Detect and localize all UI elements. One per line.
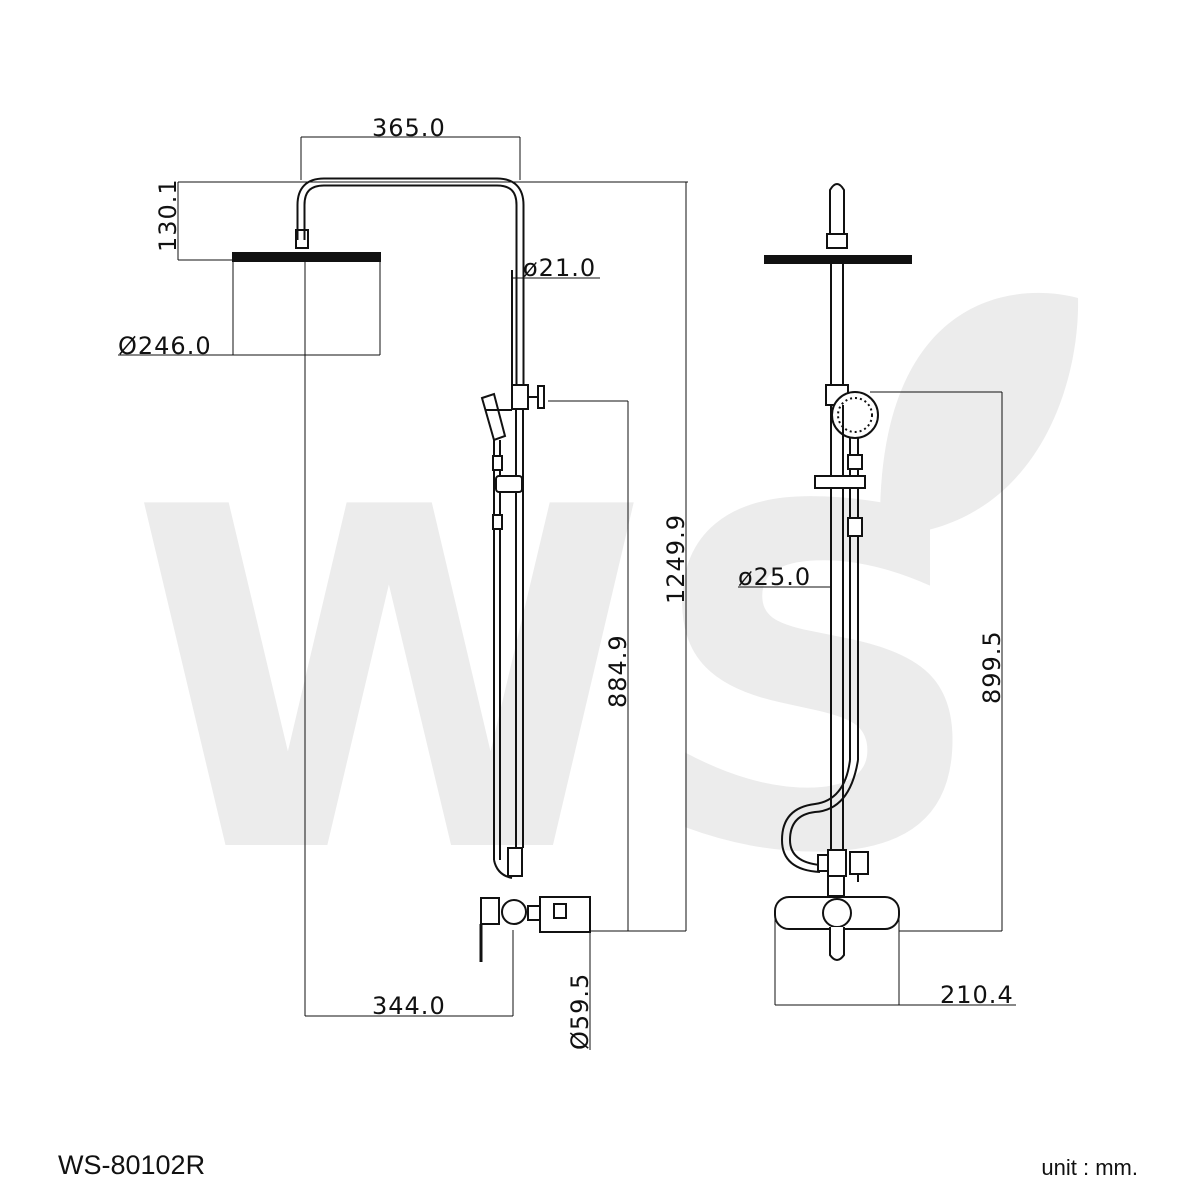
side-lower-connector xyxy=(827,849,847,877)
riser-joint xyxy=(511,384,529,410)
unit-label: unit : mm. xyxy=(1041,1155,1138,1180)
hand-shower xyxy=(480,392,507,442)
hose-bend xyxy=(493,859,513,879)
head-connector xyxy=(295,229,309,249)
front-dimension-lines xyxy=(118,136,688,1050)
dim-head-diameter: Ø246.0 xyxy=(118,332,212,360)
side-view xyxy=(764,183,912,961)
slide-clamp-top xyxy=(492,455,503,471)
valve-handle xyxy=(480,897,500,925)
dim-arm-width: 365.0 xyxy=(372,114,446,142)
rain-shower-head xyxy=(232,252,381,262)
valve-nut xyxy=(527,905,541,921)
dim-pipe-diameter-front: ø21.0 xyxy=(523,254,596,282)
side-clamp-bottom xyxy=(847,517,863,537)
dim-arm-drop: 130.1 xyxy=(154,178,182,252)
side-top-pipe xyxy=(829,183,845,240)
side-hose-nut xyxy=(817,854,829,872)
slide-holder xyxy=(495,475,523,493)
front-view xyxy=(232,177,591,962)
side-hand-shower-nozzles xyxy=(837,397,873,433)
diverter-knob xyxy=(537,385,545,409)
watermark-leaf-shape xyxy=(880,292,1079,535)
side-hose-inner xyxy=(780,759,851,873)
dim-wall-offset: 344.0 xyxy=(372,992,446,1020)
dim-overall-height: 1249.9 xyxy=(662,514,690,604)
valve-body xyxy=(501,899,527,925)
model-number: WS-80102R xyxy=(58,1150,206,1180)
side-mixer-center xyxy=(822,898,852,928)
side-hose-outer xyxy=(788,759,859,866)
side-valve-neck xyxy=(827,875,845,897)
dim-pipe-diameter-side: ø25.0 xyxy=(738,563,811,591)
watermark-registered-mark: ® xyxy=(930,386,1016,486)
side-outlet xyxy=(849,851,869,875)
dim-mixer-depth: 210.4 xyxy=(940,981,1014,1009)
lower-connector xyxy=(507,847,523,877)
side-mixer-spout xyxy=(829,927,845,961)
slide-clamp-bottom xyxy=(492,514,503,530)
dim-flange-diameter: Ø59.5 xyxy=(566,973,594,1050)
side-dimension-lines xyxy=(738,391,1016,1006)
side-clamp-top xyxy=(847,454,863,470)
side-rain-head xyxy=(764,255,912,264)
flange-detail xyxy=(553,903,567,919)
dim-handshower-height: 899.5 xyxy=(978,630,1006,704)
dim-outlet-height: 884.9 xyxy=(604,634,632,708)
side-slide-holder xyxy=(814,475,866,489)
side-head-connector xyxy=(826,233,848,249)
